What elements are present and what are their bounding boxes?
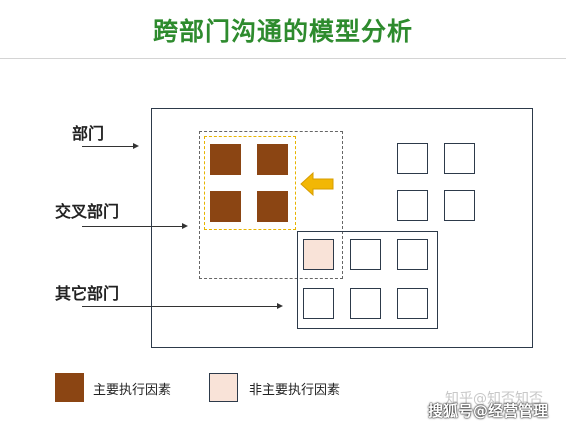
other-department-square <box>350 239 381 270</box>
zhihu-watermark: 知乎@知否知否 <box>445 391 543 407</box>
other-department-square <box>397 288 428 319</box>
arrow-other-department <box>82 303 283 309</box>
primary-factor-square <box>210 191 241 222</box>
label-other-department: 其它部门 <box>55 284 120 303</box>
arrow-left-icon <box>300 171 334 197</box>
department-frame <box>151 108 533 348</box>
sohu-watermark: 搜狐号@经营管理 <box>428 402 549 420</box>
arrow-department <box>82 143 139 149</box>
other-department-square <box>303 288 334 319</box>
label-cross-department: 交叉部门 <box>55 202 120 221</box>
primary-factor-square <box>257 191 288 222</box>
cross-department-region <box>199 131 343 279</box>
legend-secondary-swatch <box>209 373 238 402</box>
legend-primary-swatch <box>55 373 84 402</box>
other-department-square <box>397 239 428 270</box>
diagram-title: 跨部门沟通的模型分析 <box>152 17 413 46</box>
primary-factor-highlight <box>204 136 296 230</box>
secondary-factor-square <box>303 239 334 270</box>
primary-factor-square <box>257 144 288 175</box>
department-square <box>444 190 475 221</box>
legend-secondary-label: 非主要执行因素 <box>249 383 341 398</box>
primary-factor-square <box>210 144 241 175</box>
arrow-cross-department <box>82 223 188 229</box>
other-department-group <box>297 231 438 329</box>
label-department: 部门 <box>72 124 105 143</box>
other-department-square <box>350 288 381 319</box>
department-square <box>397 143 428 174</box>
legend-primary-label: 主要执行因素 <box>93 383 172 398</box>
title-divider <box>0 58 566 59</box>
department-square <box>444 143 475 174</box>
department-square <box>397 190 428 221</box>
